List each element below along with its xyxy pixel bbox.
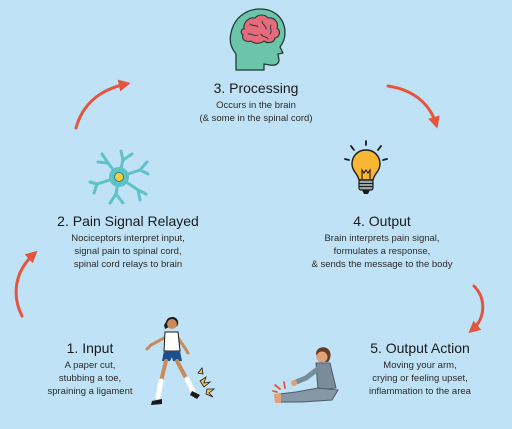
- step-output-line: & sends the message to the body: [311, 259, 453, 270]
- step-processing: 3. Processing Occurs in the brain (& som…: [170, 80, 342, 125]
- player-sock-right: [184, 376, 196, 394]
- step-input-line: stubbing a toe,: [58, 373, 122, 384]
- person-arm: [293, 365, 322, 385]
- step-action: 5. Output Action Moving your arm, crying…: [350, 340, 490, 398]
- brain-shape: [240, 14, 280, 44]
- step-relayed-line: spinal cord relays to brain: [73, 259, 183, 270]
- neuron-nucleus: [114, 172, 124, 182]
- arrow-relayed-to-processing: [74, 79, 131, 130]
- step-relayed-title: 2. Pain Signal Relayed: [57, 213, 199, 229]
- step-input-description: A paper cut, stubbing a toe, spraining a…: [30, 359, 150, 398]
- step-output-title: 4. Output: [353, 213, 411, 229]
- soccer-player-icon: [145, 316, 216, 405]
- person-torso: [315, 362, 337, 391]
- step-input-line: spraining a ligament: [47, 386, 133, 397]
- player-sock-left: [155, 378, 164, 400]
- step-input-title: 1. Input: [66, 340, 114, 356]
- sitting-person-icon: [272, 347, 339, 403]
- step-input: 1. Input A paper cut, stubbing a toe, sp…: [30, 340, 150, 398]
- player-arm-left: [145, 336, 166, 351]
- step-output-line: formulates a response,: [333, 246, 431, 257]
- step-relayed-description: Nociceptors interpret input, signal pain…: [40, 232, 216, 271]
- step-action-line: Moving your arm,: [383, 360, 457, 371]
- step-processing-title: 3. Processing: [213, 80, 299, 96]
- person-foot: [274, 393, 281, 403]
- person-head: [316, 351, 328, 363]
- arrow-input-to-relayed: [14, 250, 38, 318]
- neuron-icon: [88, 149, 150, 205]
- player-arm-right: [176, 336, 190, 355]
- step-action-title: 5. Output Action: [370, 340, 470, 356]
- bulb-tip: [362, 190, 370, 194]
- bulb-filament: [361, 168, 371, 179]
- player-shoe-left: [151, 399, 162, 405]
- player-shorts: [162, 351, 182, 361]
- pain-burst-icon: [197, 367, 216, 398]
- step-input-line: A paper cut,: [64, 360, 116, 371]
- step-relayed-line: signal pain to spinal cord,: [74, 246, 182, 257]
- person-hand: [291, 380, 297, 386]
- player-shoe-right: [190, 391, 200, 399]
- step-processing-line: (& some in the spinal cord): [199, 113, 313, 124]
- step-output: 4. Output Brain interprets pain signal, …: [292, 213, 472, 271]
- step-action-description: Moving your arm, crying or feeling upset…: [350, 359, 490, 398]
- step-relayed-line: Nociceptors interpret input,: [71, 233, 185, 244]
- player-head: [167, 319, 177, 329]
- pain-lines-icon: [272, 381, 286, 393]
- step-processing-line: Occurs in the brain: [216, 100, 296, 111]
- arrow-processing-to-output: [386, 84, 440, 129]
- person-legs: [279, 387, 339, 403]
- brain-folds: [247, 20, 272, 40]
- arrow-output-to-action: [468, 284, 485, 334]
- step-output-description: Brain interprets pain signal, formulates…: [292, 232, 472, 271]
- step-output-line: Brain interprets pain signal,: [324, 233, 440, 244]
- step-action-line: inflammation to the area: [369, 386, 471, 397]
- brain-head-icon: [229, 8, 286, 71]
- step-relayed: 2. Pain Signal Relayed Nociceptors inter…: [40, 213, 216, 271]
- lightbulb-icon: [344, 140, 388, 194]
- bulb-rays: [344, 140, 388, 161]
- step-processing-description: Occurs in the brain (& some in the spina…: [170, 99, 342, 125]
- step-action-line: crying or feeling upset,: [372, 373, 468, 384]
